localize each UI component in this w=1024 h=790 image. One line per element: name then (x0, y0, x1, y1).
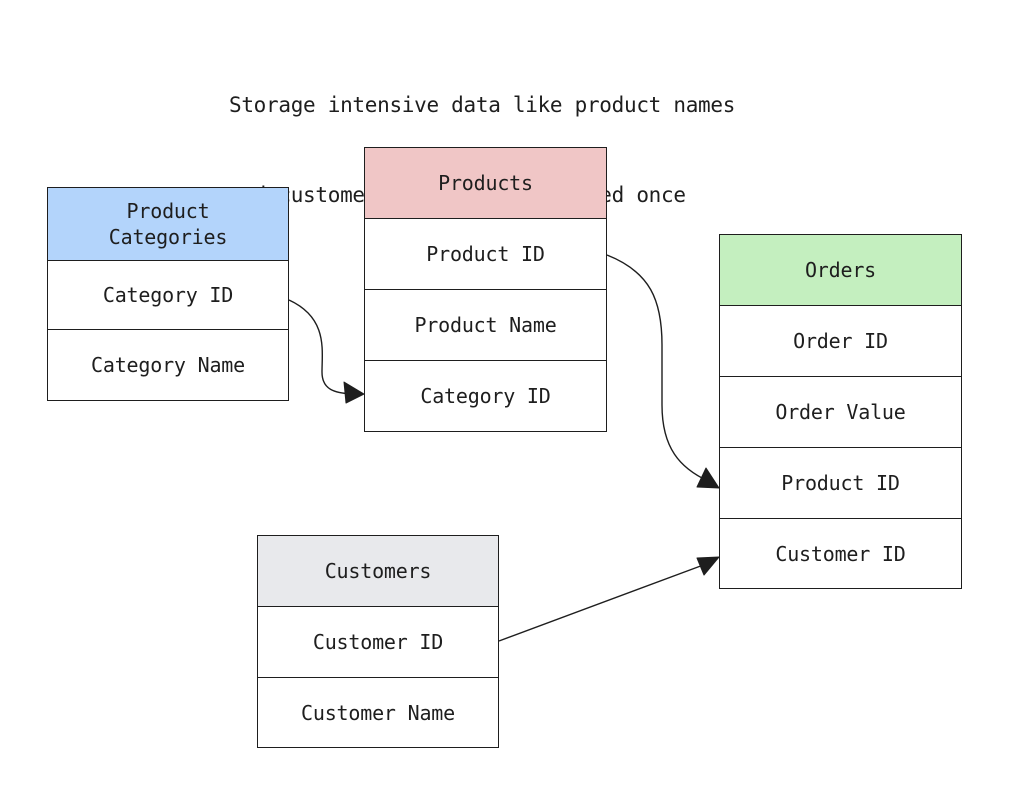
field-product-id: Product ID (720, 448, 961, 519)
field-category-name: Category Name (91, 353, 245, 377)
entity-customers[interactable]: Customers Customer ID Customer Name (257, 535, 499, 748)
field-order-id: Order ID (720, 306, 961, 377)
entity-header-product-categories: Product Categories (48, 188, 288, 261)
relationship-arrow-product (606, 254, 709, 482)
arrowhead-icon (696, 556, 720, 576)
entity-product-categories[interactable]: Product Categories Category ID Category … (47, 187, 289, 401)
entity-header-customers: Customers (258, 536, 498, 607)
entity-orders[interactable]: Orders Order ID Order Value Product ID C… (719, 234, 962, 589)
field-product-name: Product Name (365, 290, 606, 361)
field-category-id: Category ID (48, 261, 288, 330)
entity-products[interactable]: Products Product ID Product Name Categor… (364, 147, 607, 432)
field-customer-name: Customer Name (301, 700, 455, 725)
relationship-arrow-category (288, 299, 353, 395)
field-customer-id: Customer ID (258, 607, 498, 678)
entity-header-orders: Orders (720, 235, 961, 306)
arrowhead-icon (343, 381, 365, 404)
field-order-value: Order Value (720, 377, 961, 448)
caption-line-1: Storage intensive data like product name… (229, 93, 736, 117)
entity-header-products: Products (365, 148, 606, 219)
field-category-id: Category ID (420, 384, 551, 408)
field-customer-id: Customer ID (775, 541, 906, 566)
arrowhead-icon (696, 467, 720, 489)
field-product-id: Product ID (365, 219, 606, 290)
relationship-arrow-customer (498, 563, 707, 642)
